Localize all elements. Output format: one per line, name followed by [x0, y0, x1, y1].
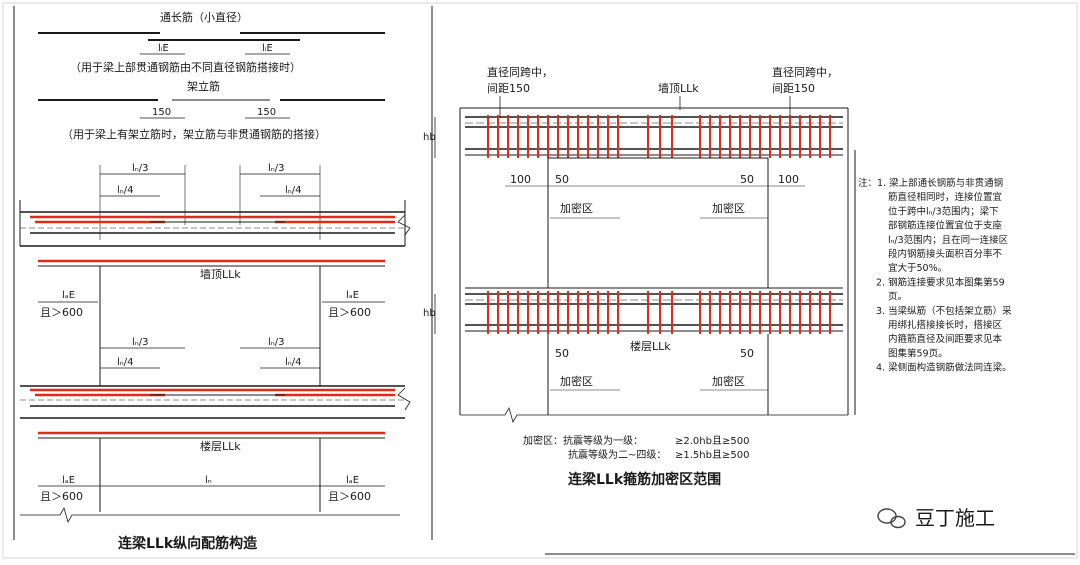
same-span-right-l1: 直径同跨中，	[772, 65, 838, 79]
gt600-label-3: 且＞600	[40, 490, 83, 503]
d50-right: 50	[740, 173, 754, 186]
ln4-label-mid-right: lₙ/4	[285, 357, 302, 368]
d100-right: 100	[778, 173, 799, 186]
same-span-left-l1: 直径同跨中，	[487, 65, 553, 79]
wall-top-llk-right-label: 墙顶LLk	[658, 81, 699, 95]
gt600-label-2: 且＞600	[328, 306, 371, 319]
rule-2-label: 抗震等级为二~四级：	[568, 448, 666, 461]
note-line: 用绑扎搭接接长时，搭接区	[888, 319, 1003, 331]
note-line: 宜大于50%。	[888, 262, 947, 274]
floor-opening-sides	[99, 438, 321, 512]
ln4-label-top-right: lₙ/4	[285, 185, 302, 196]
ln4-label-top-left: lₙ/4	[117, 185, 134, 196]
ln-label: lₙ	[205, 475, 212, 486]
dense-zone-top-left: 加密区	[560, 201, 593, 215]
d100-left: 100	[510, 173, 531, 186]
note-line: 页。	[888, 292, 907, 303]
left-diagram-title: 连梁LLk纵向配筋构造	[118, 535, 257, 552]
note-line: 3. 当梁纵筋（不包括架立筋）采	[876, 305, 1012, 317]
rf-opening-sides	[547, 334, 769, 415]
note-line: 图集第59页。	[888, 347, 948, 359]
d50-floor-left: 50	[555, 347, 569, 360]
floor-llk-right-label: 楼层LLk	[630, 339, 671, 353]
note-line: lₙ/3范围内；且在同一连接区	[888, 234, 1009, 246]
d150-label-1: 150	[152, 107, 171, 118]
dense-zone-top-right: 加密区	[712, 201, 745, 215]
ln3-label-mid-left: lₙ/3	[132, 337, 149, 348]
ln3-label-top-right: lₙ/3	[268, 163, 285, 174]
note-line: 内箍筋直径及间距要求见本	[888, 333, 1003, 345]
note-line: 筋直径相同时，连接位置宜	[888, 191, 1002, 203]
gt600-label-4: 且＞600	[328, 490, 371, 503]
ln3-label-mid-right: lₙ/3	[268, 337, 285, 348]
wechat-icon-small	[890, 515, 906, 529]
erection-note: （用于梁上有架立筋时，架立筋与非贯通钢筋的搭接）	[62, 127, 326, 141]
rule-2: ≥1.5hb且≥500	[675, 449, 749, 461]
ln3-label-top-left: lₙ/3	[132, 163, 149, 174]
dense-zone-floor-left: 加密区	[560, 374, 593, 388]
stirrups-floor-group	[487, 291, 831, 334]
note-line: 注：1. 梁上部通长钢筋与非贯通钢	[858, 177, 1003, 189]
lae-label-2: lₐE	[346, 290, 359, 301]
splice-note: （用于梁上部贯通钢筋由不同直径钢筋搭接时）	[70, 60, 301, 74]
wall-top-llk-label: 墙顶LLk	[200, 267, 241, 281]
rule-label: 加密区：抗震等级为一级：	[523, 434, 643, 447]
same-span-left-l2: 间距150	[487, 82, 530, 95]
d50-left: 50	[555, 173, 569, 186]
stirrups-top-group	[487, 115, 831, 158]
top-beam-break	[397, 214, 411, 236]
bottom-break-line	[20, 506, 400, 524]
d50-floor-right: 50	[740, 347, 754, 360]
floor-beam-break	[397, 387, 411, 411]
note-line: 部钢筋连接位置宜位于支座	[888, 220, 1003, 232]
note-line: 2. 钢筋连接要求见本图集第59	[876, 276, 1005, 288]
ln4-label-mid-left: lₙ/4	[117, 357, 134, 368]
note-line: 位于跨中lₙ/3范围内；梁下	[888, 205, 999, 217]
d150-label-2: 150	[257, 107, 276, 118]
rule-1: ≥2.0hb且≥500	[675, 435, 749, 447]
erection-bar-label: 架立筋	[187, 79, 220, 93]
lae-label-4: lₐE	[346, 475, 359, 486]
note-line: 4. 梁侧面构造钢筋做法同连梁。	[876, 362, 1012, 374]
top-beam-ends	[19, 200, 406, 246]
rt-bottom-break	[460, 406, 848, 424]
watermark-text: 豆丁施工	[915, 506, 995, 530]
through-bar-label: 通长筋（小直径）	[160, 10, 248, 24]
hb-label-floor: hb	[423, 308, 436, 319]
floor-llk-label: 楼层LLk	[200, 439, 241, 453]
lae-label-3: lₐE	[62, 475, 75, 486]
lae-label-1: lₐE	[62, 290, 75, 301]
watermark-logo: 豆丁施工	[877, 506, 995, 530]
notes-block: 注：1. 梁上部通长钢筋与非贯通钢筋直径相同时，连接位置宜位于跨中lₙ/3范围内…	[858, 177, 1012, 374]
right-diagram-title: 连梁LLk箍筋加密区范围	[568, 471, 721, 488]
same-span-right-l2: 间距150	[772, 82, 815, 95]
lle-label-2: lₗE	[262, 43, 273, 54]
hb-label-top: hb	[423, 132, 436, 143]
note-line: 段内钢筋接头面积百分率不	[888, 248, 1003, 260]
gt600-label-1: 且＞600	[40, 306, 83, 319]
dense-zone-floor-right: 加密区	[712, 374, 745, 388]
lle-label-1: lₗE	[158, 43, 169, 54]
